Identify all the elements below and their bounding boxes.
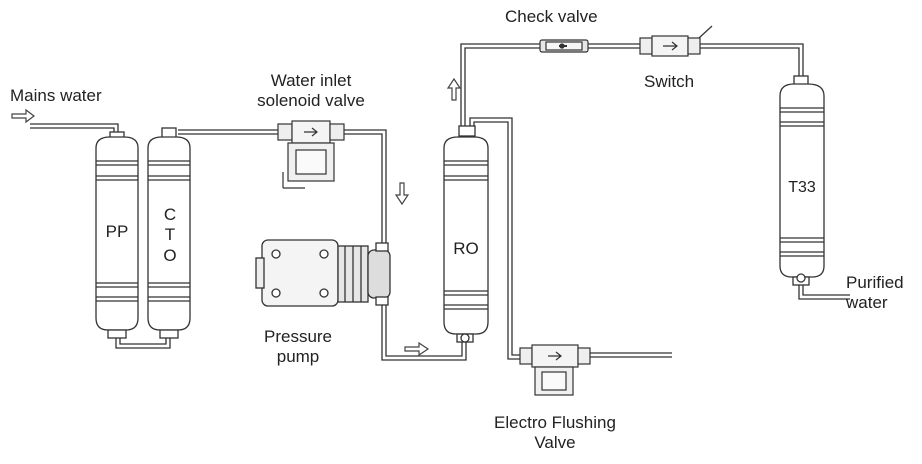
purified-water-label-line1: Purified: [846, 273, 904, 292]
pressure-pump: [255, 239, 391, 307]
purified-water-label: Purified water: [846, 273, 904, 313]
t33-label: T33: [788, 179, 816, 196]
inlet-valve-label-line2: solenoid valve: [257, 91, 365, 110]
cto-filter: [147, 127, 191, 339]
inlet-valve-label-line1: Water inlet: [270, 71, 352, 90]
pressure-pump-label-line2: pump: [276, 347, 320, 366]
arrow-up-icon: [446, 77, 462, 101]
switch-label: Switch: [644, 72, 695, 91]
t33-filter: [779, 75, 825, 286]
electro-flushing-valve: [519, 344, 591, 396]
purified-water-label-line2: water: [846, 293, 888, 312]
inlet-solenoid-valve-label: Water inlet solenoid valve: [236, 71, 386, 111]
pipes: [30, 43, 850, 361]
flushing-valve-label-line2: Valve: [534, 433, 576, 452]
arrow-right-icon: [11, 108, 35, 124]
arrow-right-icon: [404, 341, 430, 357]
mains-water-label: Mains water: [10, 86, 102, 105]
flow-arrows: [11, 77, 462, 357]
flushing-valve-label-line1: Electro Flushing: [494, 413, 616, 432]
check-valve-label: Check valve: [505, 7, 598, 26]
pressure-pump-label-line1: Pressure: [263, 327, 333, 346]
ro-label: RO: [453, 239, 479, 258]
inlet-solenoid-valve: [277, 120, 345, 189]
check-valve: [539, 39, 589, 53]
ro-membrane: [443, 125, 489, 343]
cto-label-c: C: [164, 205, 176, 224]
cto-label-o: O: [163, 246, 176, 265]
switch-valve: [639, 25, 713, 57]
pp-filter: [95, 131, 139, 339]
pressure-pump-label: Pressure pump: [248, 327, 348, 367]
electro-flushing-valve-label: Electro Flushing Valve: [460, 413, 650, 453]
arrow-down-icon: [394, 182, 410, 206]
pp-label: PP: [106, 222, 129, 241]
cto-label-t: T: [165, 225, 175, 244]
